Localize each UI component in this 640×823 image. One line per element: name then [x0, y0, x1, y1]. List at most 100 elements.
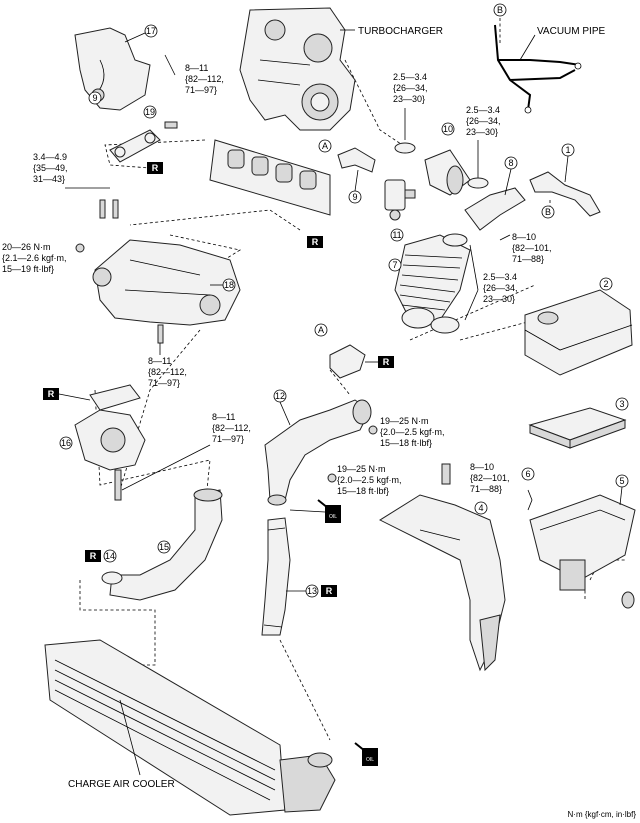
svg-text:23—30}: 23—30}: [393, 94, 425, 104]
callout-11: 11: [392, 230, 401, 240]
callout-2: 2: [603, 279, 608, 289]
charge-air-cooler: [44, 639, 336, 816]
svg-text:71—88}: 71—88}: [512, 254, 544, 264]
svg-text:31—43}: 31—43}: [33, 174, 65, 184]
svg-text:{82—112,: {82—112,: [212, 423, 251, 433]
svg-text:{26—34,: {26—34,: [466, 116, 501, 126]
torque-t6: 8—10 {82—101, 71—88}: [512, 232, 552, 264]
callout-1: 1: [565, 145, 570, 155]
callout-9: 9: [352, 192, 357, 202]
valve-body-16: [74, 409, 146, 501]
unit-note: N·m {kgf·cm, in·lbf}: [568, 810, 637, 819]
air-cleaner-case-5: [529, 494, 636, 609]
torque-t5: 20—26 N·m {2.1—2.6 kgf·m, 15—19 ft·lbf}: [2, 242, 67, 274]
svg-text:R: R: [312, 237, 319, 247]
svg-text:71—97}: 71—97}: [212, 434, 244, 444]
svg-text:R: R: [326, 586, 333, 596]
svg-text:3.4—4.9: 3.4—4.9: [33, 152, 67, 162]
svg-text:8—11: 8—11: [212, 412, 235, 422]
callout-8: 8: [508, 158, 513, 168]
replace-badge-16: [43, 388, 59, 400]
svg-text:19—25 N·m: 19—25 N·m: [380, 416, 429, 426]
callout-6: 6: [525, 469, 530, 479]
oil-can-icon: OIL: [317, 499, 341, 523]
svg-text:8—10: 8—10: [512, 232, 536, 242]
svg-text:15—18 ft·lbf}: 15—18 ft·lbf}: [380, 438, 432, 448]
svg-text:23—30}: 23—30}: [483, 294, 515, 304]
svg-text:8—11: 8—11: [148, 356, 171, 366]
replace-badge-13: [321, 585, 337, 597]
ref-b-top: B: [497, 5, 503, 15]
svg-text:R: R: [48, 389, 55, 399]
replace-badge-14: [85, 550, 101, 562]
svg-text:71—88}: 71—88}: [470, 484, 502, 494]
torque-t7: 2.5—3.4 {26—34, 23—30}: [483, 272, 518, 304]
nut-t11: [327, 473, 337, 483]
bolt-t5: [75, 243, 85, 253]
filter-element-3: [528, 407, 627, 449]
stud-t8: [157, 324, 164, 344]
clamp-t3: [467, 177, 489, 189]
callout-14: 14: [105, 551, 115, 561]
oil-can-icon-2: OIL: [354, 742, 378, 766]
callout-12: 12: [275, 391, 285, 401]
heat-shield-17: [74, 27, 151, 111]
callout-17: 17: [146, 26, 156, 36]
svg-text:71—97}: 71—97}: [185, 85, 217, 95]
turbocharger-label: TURBOCHARGER: [358, 26, 443, 37]
svg-text:{82—112,: {82—112,: [148, 367, 187, 377]
hose-13: [261, 517, 291, 636]
svg-text:2.5—3.4: 2.5—3.4: [466, 105, 500, 115]
air-cleaner-cover-2: [524, 289, 633, 376]
callout-15: 15: [159, 542, 169, 552]
gasket-a: [329, 344, 366, 379]
callout-5: 5: [619, 476, 624, 486]
replace-badge-19: [147, 162, 163, 174]
svg-text:15—19 ft·lbf}: 15—19 ft·lbf}: [2, 264, 54, 274]
torque-t12: 8—10 {82—101, 71—88}: [470, 462, 510, 494]
intake-gasket: [209, 139, 331, 216]
ref-a-bottom: A: [318, 325, 324, 335]
sensor-10: [394, 142, 471, 196]
stud-a: [99, 199, 106, 219]
svg-text:{2.0—2.5 kgf·m,: {2.0—2.5 kgf·m,: [380, 427, 445, 437]
svg-text:19—25 N·m: 19—25 N·m: [337, 464, 386, 474]
hose-8: [464, 187, 526, 231]
vacuum-pipe: [494, 24, 582, 114]
clamp-14: [101, 571, 123, 585]
torque-t8: 8—11 {82—112, 71—97}: [148, 356, 187, 388]
fresh-air-duct-4: [378, 494, 506, 672]
svg-text:{26—34,: {26—34,: [483, 283, 518, 293]
svg-text:2.5—3.4: 2.5—3.4: [483, 272, 517, 282]
callout-4: 4: [478, 503, 483, 513]
vacuum-pipe-label: VACUUM PIPE: [537, 26, 605, 37]
replace-badge-a: [378, 356, 394, 368]
torque-t3: 2.5—3.4 {26—34, 23—30}: [466, 105, 501, 137]
hose-9: [337, 147, 376, 173]
torque-t10: 8—11 {82—112, 71—97}: [212, 412, 251, 444]
turbocharger: [239, 7, 356, 131]
callout-7: 7: [392, 260, 397, 270]
svg-text:{2.0—2.5 kgf·m,: {2.0—2.5 kgf·m,: [337, 475, 402, 485]
valve-11: [384, 179, 416, 221]
svg-text:20—26 N·m: 20—26 N·m: [2, 242, 51, 252]
svg-text:{82—101,: {82—101,: [512, 243, 552, 253]
corrugated-hose-7: [394, 233, 471, 334]
callout-13: 13: [307, 586, 317, 596]
svg-text:{26—34,: {26—34,: [393, 83, 428, 93]
ref-b-bottom: B: [545, 207, 551, 217]
svg-text:8—11: 8—11: [185, 63, 208, 73]
svg-text:R: R: [90, 551, 97, 561]
svg-text:OIL: OIL: [329, 514, 337, 520]
svg-text:23—30}: 23—30}: [466, 127, 498, 137]
svg-text:{82—112,: {82—112,: [185, 74, 224, 84]
bolt-t12: [441, 463, 451, 485]
callout-3: 3: [619, 399, 624, 409]
callout-9-shield: 9: [92, 93, 97, 103]
callout-10: 10: [443, 124, 453, 134]
clip-6: [527, 489, 533, 511]
pipe-1: [529, 171, 601, 217]
svg-text:15—18 ft·lbf}: 15—18 ft·lbf}: [337, 486, 389, 496]
torque-t2: 2.5—3.4 {26—34, 23—30}: [393, 72, 428, 104]
